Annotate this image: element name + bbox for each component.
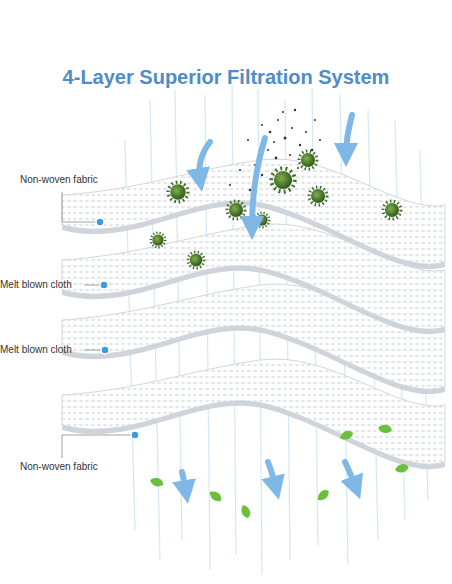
layer-label: Non-woven fabric [20, 174, 98, 185]
diagram-title: 4-Layer Superior Filtration System [0, 66, 452, 89]
leader-lines [62, 192, 135, 458]
layer-label: Non-woven fabric [20, 461, 98, 472]
layer-label: Melt blown cloth [0, 344, 72, 355]
layer-label: Melt blown cloth [0, 279, 72, 290]
